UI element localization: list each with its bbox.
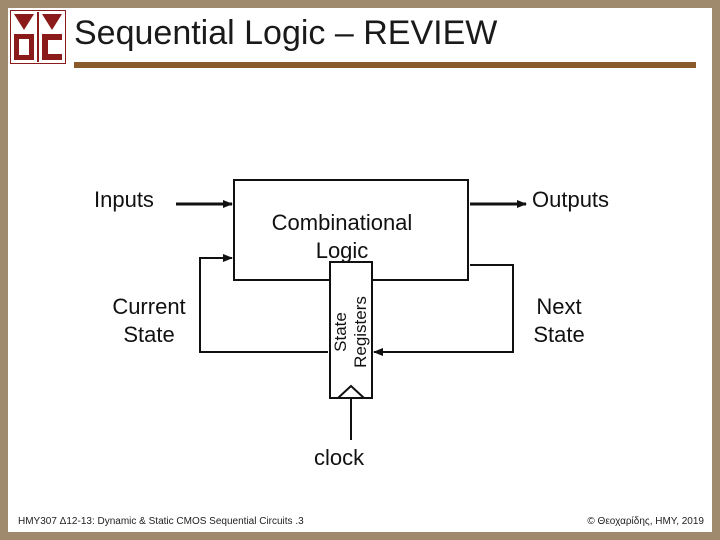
current-state-line1: Current — [112, 294, 186, 319]
current-state-label: Current State — [106, 293, 192, 349]
clock-label: clock — [314, 445, 365, 470]
inputs-label: Inputs — [94, 187, 154, 212]
combinational-logic-line1: Combinational — [271, 210, 413, 235]
state-registers-box — [329, 261, 373, 399]
clock-edge-triangle — [337, 384, 365, 399]
outputs-label: Outputs — [532, 187, 610, 212]
next-state-line1: Next — [536, 294, 582, 319]
university-logo-icon — [10, 10, 66, 64]
combinational-logic-line2: Logic — [315, 238, 369, 263]
state-registers-label: State Registers — [331, 277, 371, 387]
footer-course-info: HMY307 Δ12-13: Dynamic & Static CMOS Seq… — [18, 516, 304, 527]
title-underline — [74, 62, 696, 68]
state-registers-line1: State — [331, 312, 350, 352]
current-state-feedback-arrow — [199, 254, 328, 353]
state-registers-line2: Registers — [351, 296, 370, 368]
combinational-logic-label: Combinational Logic — [256, 209, 428, 265]
current-state-line2: State — [123, 322, 175, 347]
footer-copyright: © Θεοχαρίδης, HMY, 2019 — [587, 516, 704, 527]
next-state-label: Next State — [524, 293, 594, 349]
next-state-line2: State — [533, 322, 585, 347]
slide-title: Sequential Logic – REVIEW — [74, 14, 498, 52]
next-state-feedback-arrow — [373, 264, 514, 356]
